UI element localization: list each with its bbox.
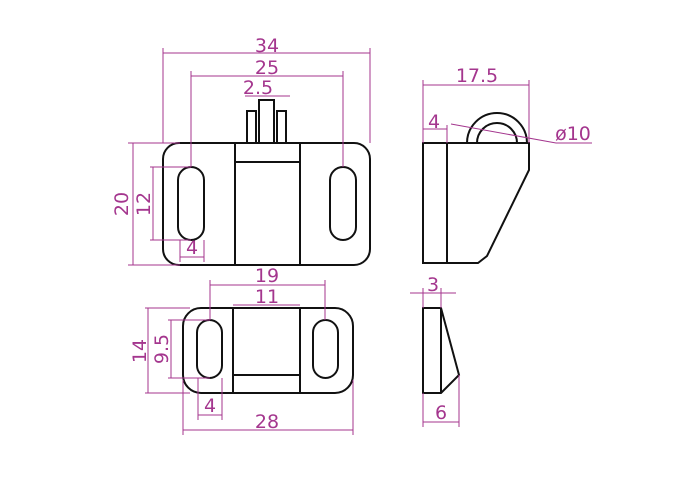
leader-loop <box>450 123 592 144</box>
tab-right <box>276 110 287 144</box>
dim-label-width: 34 <box>255 35 279 57</box>
dim-label-plate-spacing: 19 <box>255 265 279 287</box>
plate-side-view: 3 6 <box>410 274 461 427</box>
dim-label-center: 11 <box>255 286 279 308</box>
dim-label-plate-slot-width: 4 <box>204 395 216 417</box>
dim-label-depth: 17.5 <box>456 65 498 87</box>
dim-label-loop: ø10 <box>555 123 591 145</box>
dim-label-slot-width: 4 <box>186 237 198 259</box>
plate-body <box>182 307 354 394</box>
dim-line-slot-length <box>150 166 191 241</box>
dim-line-depth <box>422 80 530 143</box>
plate-right-slot <box>312 319 339 379</box>
dim-label-hole-spacing: 25 <box>255 57 279 79</box>
dim-line-top-thickness <box>410 288 456 308</box>
dim-line-width <box>162 48 371 143</box>
dim-label-plate-width: 28 <box>255 411 279 433</box>
dim-line-slot-width <box>179 240 205 262</box>
dim-line-plate-slot <box>168 319 210 379</box>
dim-label-height: 20 <box>111 192 133 216</box>
dim-line-plate-slot-width <box>197 378 223 420</box>
front-view: 34 25 2.5 20 12 4 <box>111 35 371 266</box>
plate-left-slot <box>196 319 223 379</box>
dim-label-base: 4 <box>428 111 440 133</box>
loop-inner <box>476 122 518 144</box>
loop-outer <box>466 112 528 144</box>
side-view: 17.5 4 ø10 <box>422 65 592 264</box>
dim-line-height <box>128 142 180 266</box>
dim-label-plate-slot: 9.5 <box>151 334 173 364</box>
plate-view: 19 11 14 9.5 4 28 <box>129 265 354 435</box>
dim-line-hole-spacing <box>190 71 344 167</box>
dim-line-plate-spacing <box>209 280 326 320</box>
tab-center <box>258 99 275 144</box>
dim-label-top-thickness: 3 <box>427 274 439 296</box>
dim-label-slot-length: 12 <box>133 192 155 216</box>
dim-label-plate-height: 14 <box>129 339 151 363</box>
left-slot <box>177 166 205 241</box>
dim-line-bottom-thickness <box>422 375 460 427</box>
dim-line-plate-width <box>182 380 354 435</box>
dim-label-tab: 2.5 <box>243 77 273 99</box>
right-slot <box>329 166 357 241</box>
dim-line-base <box>423 125 448 143</box>
tab-left <box>246 110 257 144</box>
plate-side-body <box>422 307 461 394</box>
dim-label-bottom-thickness: 6 <box>435 402 447 424</box>
side-body <box>422 142 530 264</box>
